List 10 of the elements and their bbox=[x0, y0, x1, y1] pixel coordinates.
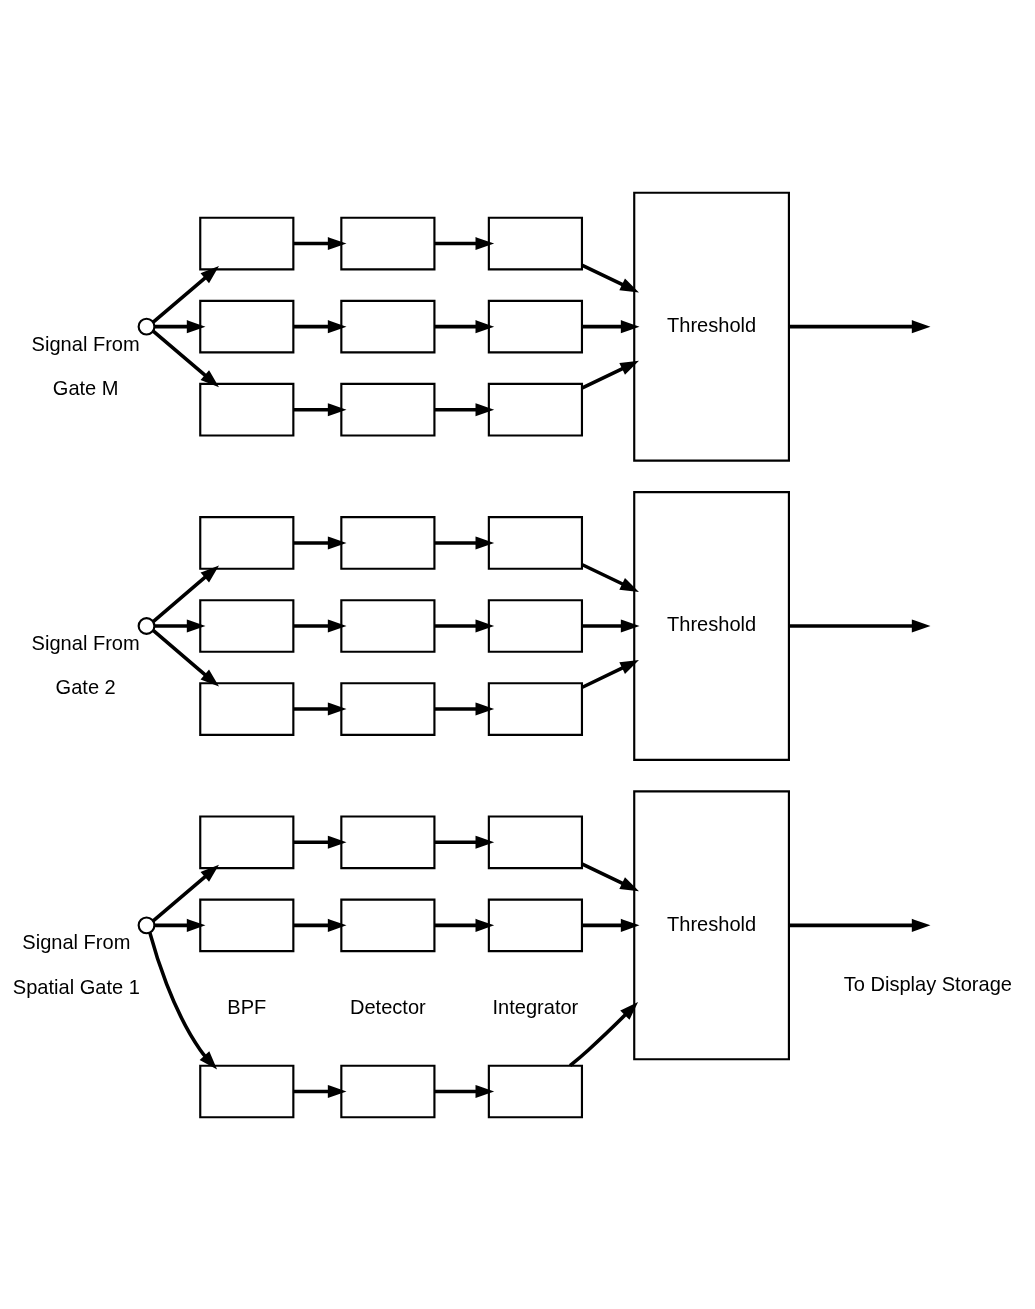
label: Detector bbox=[350, 995, 426, 1018]
label: BPF bbox=[227, 995, 267, 1018]
node-label: Gate M bbox=[52, 376, 119, 399]
label: To Display Storage bbox=[843, 972, 1012, 995]
node-label: Spatial Gate 1 bbox=[12, 975, 140, 998]
label: Integrator bbox=[492, 995, 579, 1018]
node-label: Signal From bbox=[31, 631, 140, 654]
node-label: Signal From bbox=[31, 332, 140, 355]
node-label: Signal From bbox=[22, 930, 131, 953]
node-label: Gate 2 bbox=[55, 675, 116, 698]
